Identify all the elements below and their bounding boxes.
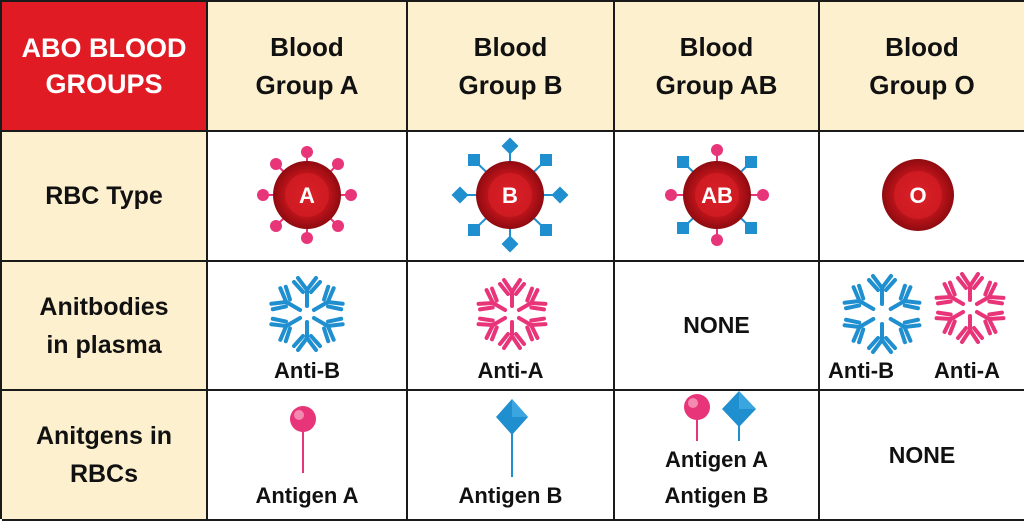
anti-b-antibody-icon — [267, 276, 347, 352]
rbc-ab-label: AB — [701, 183, 733, 208]
antigen-cell-a: Antigen A — [208, 391, 408, 521]
rbc-cell-b: B — [408, 132, 615, 262]
antigen-a-icon — [290, 406, 316, 473]
antigen-cell-o: NONE — [820, 391, 1024, 521]
antibody-none-label: NONE — [683, 312, 750, 338]
antibody-cell-ab: NONE — [615, 262, 820, 391]
antibody-cell-b: Anti-A — [408, 262, 615, 391]
table-title: ABO BLOOD GROUPS — [21, 33, 187, 99]
rbc-cell-o: O — [820, 132, 1024, 262]
anti-a-antibody-icon — [474, 278, 550, 350]
rbc-cell-a: A — [208, 132, 408, 262]
anti-a-label: Anti-A — [477, 358, 544, 383]
anti-a-label: Anti-A — [934, 358, 1000, 383]
antibody-cell-a: Anti-B — [208, 262, 408, 391]
antigen-a-label: Antigen A — [255, 483, 359, 508]
anti-b-label: Anti-B — [274, 358, 340, 383]
antigen-b-label: Antigen B — [458, 483, 563, 508]
rbc-b-icon: B — [451, 137, 569, 253]
anti-b-label: Anti-B — [828, 358, 894, 383]
antigen-cell-b: Antigen B — [408, 391, 615, 521]
antigen-none-label: NONE — [888, 441, 956, 468]
antigen-cell-ab: Antigen A Antigen B — [615, 391, 820, 521]
rbc-o-label: O — [909, 183, 926, 208]
rbc-ab-icon: AB — [665, 144, 769, 246]
antigen-a-label: Antigen A — [664, 447, 769, 472]
anti-a-and-anti-b-antibody-icon — [840, 272, 1008, 354]
rbc-cell-ab: AB — [615, 132, 820, 262]
rbc-a-label: A — [299, 183, 315, 208]
table-title-cell: ABO BLOOD GROUPS — [2, 2, 208, 132]
antigen-b-icon — [496, 399, 528, 477]
antibody-cell-o: Anti-B Anti-A — [820, 262, 1024, 391]
rbc-a-icon: A — [257, 146, 357, 244]
rbc-o-icon: O — [882, 159, 954, 231]
antigen-b-label: Antigen B — [664, 483, 769, 508]
antigen-a-and-b-icon — [684, 391, 756, 441]
row-header-rbc-type: RBC Type — [2, 132, 208, 262]
rbc-b-label: B — [502, 183, 518, 208]
